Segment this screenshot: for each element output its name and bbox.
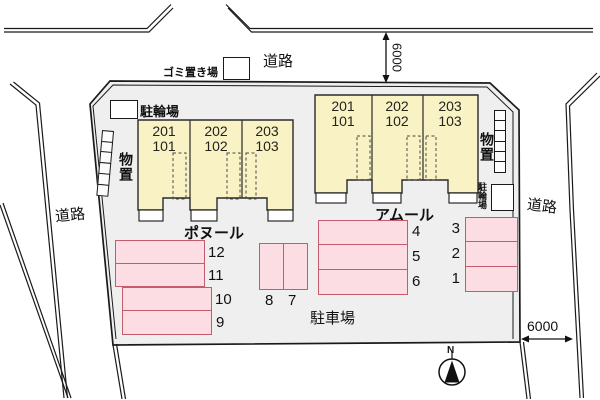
building-2-unit-2: 202 102: [385, 98, 409, 130]
parking-space-3: [466, 218, 517, 243]
parking-block-center: [259, 243, 308, 290]
parking-num-8: 8: [265, 292, 274, 309]
parking-num-11: 11: [208, 267, 224, 284]
parking-space-12: [116, 241, 204, 264]
parking-space-4: [319, 221, 407, 246]
road-lines: [0, 4, 600, 400]
building-1-unit-3: 203 103: [255, 123, 279, 155]
building-1-stairs-dashed: [172, 152, 257, 200]
dimension-right-label: 6000: [527, 318, 559, 334]
road-label-top: 道路: [263, 53, 294, 70]
garbage-box: [223, 57, 250, 80]
parking-num-9: 9: [216, 314, 225, 331]
parking-num-4: 4: [412, 223, 421, 240]
bicycle-box-top: [110, 100, 138, 119]
storage-label-right: 物置: [479, 132, 495, 162]
building-2-stairs-dashed: [356, 135, 437, 181]
building-1-name: ポヌール: [184, 225, 245, 242]
parking-num-1: 1: [451, 270, 460, 287]
parking-space-9: [123, 311, 211, 334]
parking-num-3: 3: [451, 220, 460, 237]
building-1-unit-2: 202 102: [204, 123, 228, 155]
parking-space-10: [123, 288, 211, 311]
road-label-left: 道路: [54, 205, 86, 226]
parking-block-e: [465, 217, 518, 292]
storage-label-left: 物置: [118, 152, 134, 182]
building-2-entry-steps: [315, 192, 478, 204]
parking-num-5: 5: [412, 248, 421, 265]
parking-num-7: 7: [288, 292, 297, 309]
building-1-entry-steps: [138, 209, 294, 222]
bicycle-label-right: 駐輪場: [477, 182, 487, 209]
garbage-label: ゴミ置き場: [163, 67, 218, 79]
parking-space-11: [116, 264, 204, 287]
north-compass-icon: [438, 352, 466, 386]
parking-block-w: [122, 287, 212, 335]
building-2-unit-1: 201 101: [331, 98, 355, 130]
building-2-unit-3: 203 103: [438, 98, 462, 130]
dimension-arrow-top: [382, 32, 390, 83]
north-label: N: [447, 345, 455, 356]
building-2-name: アムール: [375, 207, 434, 224]
parking-space-5: [319, 245, 407, 270]
building-1-unit-1: 201 101: [152, 123, 176, 155]
parking-space-6: [319, 270, 407, 294]
parking-lot-label: 駐車場: [310, 310, 356, 327]
bicycle-label-top: 駐輪場: [140, 104, 180, 119]
parking-space-1: [466, 267, 517, 291]
building-1-shape: [137, 119, 294, 222]
parking-num-6: 6: [412, 273, 421, 290]
storage-units-right: [494, 109, 506, 173]
building-2-shape: [314, 94, 479, 204]
parking-block-nw: [115, 240, 205, 287]
parking-space-7: [284, 244, 308, 289]
parking-space-8: [260, 244, 284, 289]
bicycle-box-right: [491, 184, 514, 211]
parking-space-2: [466, 242, 517, 267]
parking-num-10: 10: [215, 291, 232, 308]
road-label-right: 道路: [525, 196, 558, 217]
parking-block-mid: [318, 220, 408, 295]
parking-num-2: 2: [451, 245, 460, 262]
parking-num-12: 12: [208, 244, 225, 261]
dimension-top-label: 6000: [389, 43, 405, 72]
dimension-arrow-right: [521, 335, 573, 343]
